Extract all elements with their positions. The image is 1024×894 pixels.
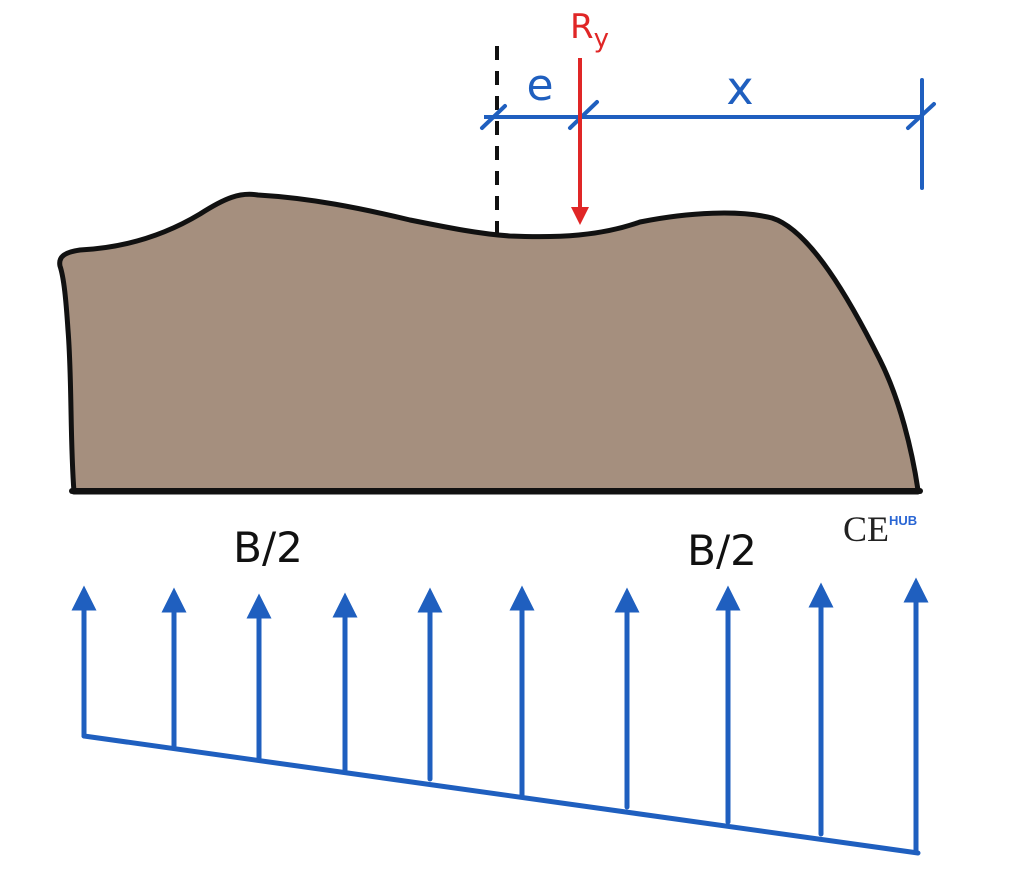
logo-main: CE xyxy=(843,509,889,549)
dimension-tick-middle xyxy=(568,100,599,130)
cehub-logo: CEHUB xyxy=(843,509,917,549)
distance-label: x xyxy=(726,61,753,115)
resultant-label-main: R xyxy=(570,7,594,47)
pressure-baseline xyxy=(81,733,921,856)
logo-superscript: HUB xyxy=(889,513,917,528)
resultant-label-sub: y xyxy=(594,24,609,54)
soil-body xyxy=(57,191,921,495)
pressure-arrows xyxy=(71,577,929,855)
dimension-tick-left xyxy=(480,104,507,130)
eccentricity-label: e xyxy=(526,60,553,111)
resultant-label: Ry xyxy=(570,7,609,54)
half-width-right-label: B/2 xyxy=(687,526,757,575)
half-width-left-label: B/2 xyxy=(233,523,303,572)
